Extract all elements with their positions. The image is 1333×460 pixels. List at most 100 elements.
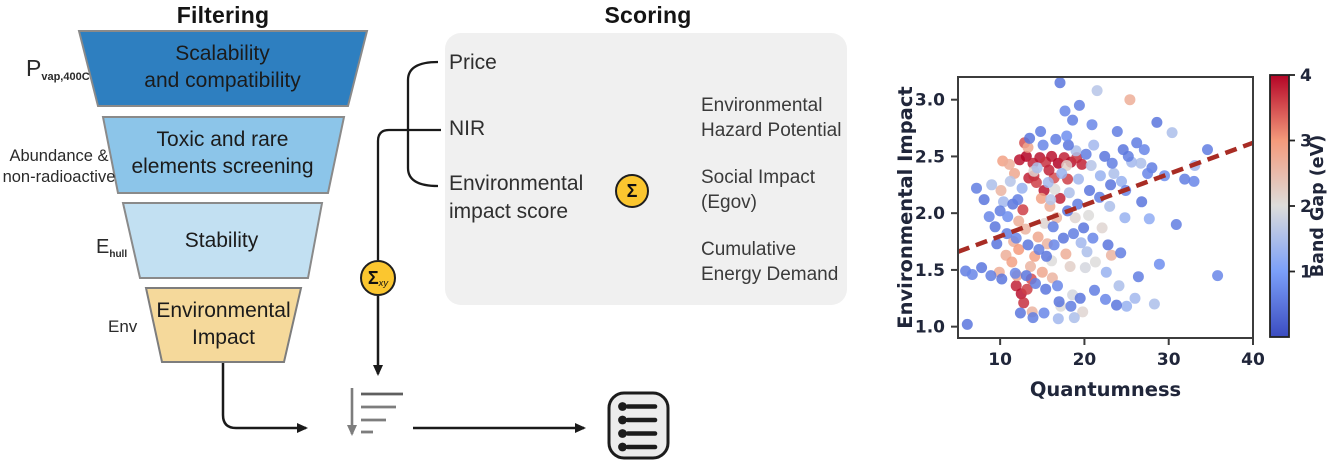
scatter-point <box>1053 296 1065 308</box>
scatter-point <box>1069 212 1081 224</box>
sigma-symbol: Σ <box>367 267 379 288</box>
colorbar-gradient <box>1270 75 1289 337</box>
scatter-point <box>998 196 1009 208</box>
scatter-point <box>1170 219 1182 230</box>
scatter-point <box>1070 145 1082 157</box>
scatter-point <box>1102 239 1114 251</box>
scatter-point <box>1036 266 1048 278</box>
scatter-point <box>1032 231 1044 243</box>
pvap-symbol: P <box>26 55 42 81</box>
y-tick-label: 2.5 <box>915 147 945 167</box>
scatter-point <box>1009 267 1021 279</box>
scatter-point <box>1087 232 1099 244</box>
scatter-point <box>1108 168 1120 179</box>
scoring-title: Scoring <box>604 2 692 28</box>
scatter-point <box>1031 162 1043 174</box>
scatter-point <box>1059 105 1071 117</box>
scatter-point <box>1124 94 1136 106</box>
scatter-point <box>1083 209 1095 221</box>
scatter-point <box>1040 283 1052 295</box>
scatter-point <box>989 221 1001 233</box>
scatter-point <box>1105 179 1117 191</box>
colorbar-axis-label: Band Gap (eV) <box>1308 135 1328 277</box>
scatter-point <box>1106 157 1118 169</box>
scatter-point <box>1132 271 1144 283</box>
trend-line <box>957 140 1254 254</box>
scatter-point <box>991 238 1003 250</box>
scatter-point <box>1052 313 1064 325</box>
scatter-point <box>1049 183 1061 195</box>
scatter-point <box>1131 137 1143 149</box>
scatter-point <box>1142 168 1154 179</box>
scatter-point <box>983 211 995 223</box>
scatter-point <box>1016 182 1028 194</box>
colorbar-tick-label: 3 <box>1300 132 1312 152</box>
funnel-label-toxicity: Toxic and rare elements screening <box>131 128 314 178</box>
ehull-criterion-label: Ehull <box>96 236 127 260</box>
scatter-point <box>1013 215 1025 227</box>
scatter-point <box>1024 132 1036 144</box>
scatter-point <box>1100 293 1111 305</box>
scatter-point <box>1105 249 1117 261</box>
scatter-point <box>1073 99 1085 111</box>
x-tick-label: 40 <box>1241 350 1265 370</box>
funnel-output-arrow <box>221 363 308 433</box>
scatter-point <box>1099 150 1111 162</box>
scatter-point <box>1061 160 1073 171</box>
funnel-label-environmental: Environmental Impact <box>156 299 291 349</box>
scatter-point <box>1043 164 1055 176</box>
scatter-point <box>1010 280 1022 292</box>
scatter-point <box>1022 141 1034 153</box>
x-axis-label: Quantumness <box>1030 378 1181 401</box>
pvap-criterion-label: Pvap,400C <box>26 55 90 83</box>
scatter-point <box>995 185 1007 196</box>
scatter-point <box>1014 307 1026 319</box>
scatter-point <box>1212 270 1224 282</box>
scatter-point <box>971 182 982 194</box>
sum-node-icon: Σ <box>615 174 649 208</box>
funnel-stage-toxicity <box>101 116 346 194</box>
pvap-subscript: vap,400C <box>41 71 90 84</box>
scatter-point <box>1075 237 1087 249</box>
scatter-point <box>1076 158 1088 170</box>
scatter-point <box>1013 244 1025 255</box>
filtering-title: Filtering <box>176 2 270 28</box>
y-axis-label: Environmental Impact <box>894 86 917 328</box>
scatter-point <box>1067 114 1079 126</box>
scatter-point <box>966 269 978 280</box>
component-social-impact: Social Impact (Egov) <box>701 167 816 213</box>
scatter-point <box>1065 300 1077 312</box>
scatter-point <box>1151 116 1163 128</box>
scatter-point <box>1003 158 1015 170</box>
scatter-point <box>1054 192 1066 204</box>
scatter-point <box>1064 261 1076 272</box>
scatter-point <box>1038 307 1050 319</box>
scatter-point <box>1037 139 1049 151</box>
scatter-point <box>1084 185 1095 196</box>
scatter-point <box>1073 173 1084 185</box>
y-tick-label: 1.5 <box>915 261 945 281</box>
scatter-point <box>1153 258 1165 270</box>
scatter-point <box>1202 144 1213 156</box>
scatter-point <box>1089 284 1100 296</box>
scatter-point <box>996 273 1008 285</box>
sigma-subscript: xy <box>378 277 389 289</box>
scatter-point <box>1046 150 1058 162</box>
scatter-point <box>1080 148 1092 160</box>
scatter-point <box>1068 312 1080 324</box>
scatter-point <box>1085 160 1097 171</box>
scatter-point <box>1188 175 1200 187</box>
scoring-panel <box>445 33 847 305</box>
scatter-point <box>1136 196 1148 208</box>
component-energy-demand: Cumulative Energy Demand <box>701 239 839 285</box>
scatter-point <box>1035 192 1047 204</box>
scatter-point <box>1004 175 1016 187</box>
scatter-point <box>1088 139 1100 151</box>
scatter-point <box>1138 144 1150 156</box>
scatter-point <box>1063 187 1075 199</box>
scatter-point <box>1042 177 1054 188</box>
scatter-point <box>1086 119 1098 131</box>
scatter-point <box>1054 77 1066 89</box>
scatter-point <box>1148 298 1160 310</box>
